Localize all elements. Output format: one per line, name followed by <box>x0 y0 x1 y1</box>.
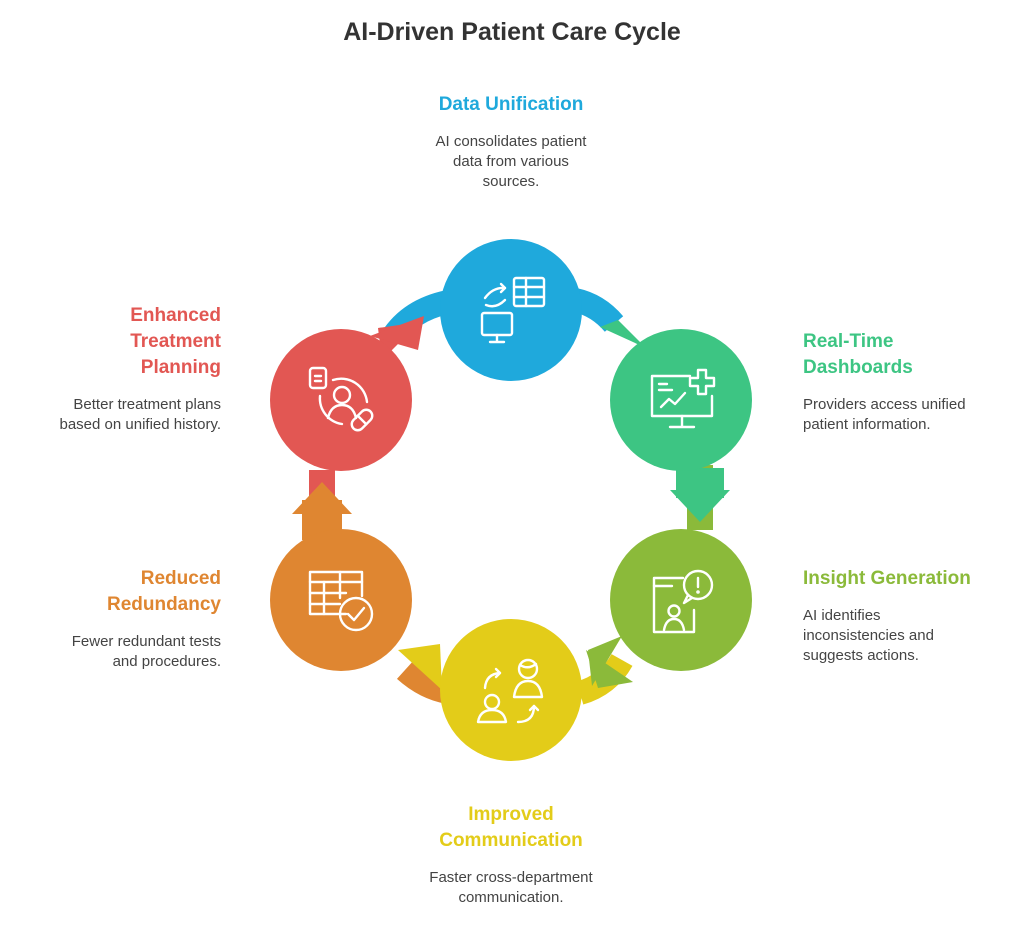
table-check-icon <box>308 570 374 632</box>
step-block-real-time-dashboards: Real-Time Dashboards Providers access un… <box>803 329 1018 435</box>
arrow-2 <box>670 465 730 530</box>
step-description: Better treatment plans based on unified … <box>59 396 222 433</box>
page-title: AI-Driven Patient Care Cycle <box>343 18 681 46</box>
patient-pill-icon <box>308 366 374 432</box>
step-heading: Real-Time Dashboards <box>803 331 913 378</box>
step-block-reduced-redundancy: Reduced Redundancy Fewer redundant tests… <box>20 566 221 672</box>
step-description: AI identifies inconsistencies and sugges… <box>803 607 934 664</box>
step-heading: Reduced Redundancy <box>106 568 221 615</box>
step-circle-data-unification <box>440 239 582 381</box>
arrow-1 <box>572 288 646 348</box>
users-exchange-icon <box>476 658 544 724</box>
step-circle-improved-communication <box>440 619 582 761</box>
step-circle-insight-generation <box>610 529 752 671</box>
step-block-enhanced-treatment-planning: Enhanced Treatment Planning Better treat… <box>20 303 222 435</box>
arrow-3 <box>576 636 633 705</box>
step-block-data-unification: Data Unification AI consolidates patient… <box>381 92 641 192</box>
step-circle-real-time-dashboards <box>610 329 752 471</box>
phone-alert-user-icon <box>652 569 714 634</box>
step-description: Faster cross-department communication. <box>429 869 593 906</box>
step-description: AI consolidates patient data from variou… <box>435 133 587 190</box>
step-heading: Improved Communication <box>439 804 583 851</box>
monitor-chart-plus-icon <box>650 368 716 429</box>
data-sync-icon <box>480 276 546 344</box>
step-description: Fewer redundant tests and procedures. <box>71 633 221 670</box>
step-heading: Insight Generation <box>803 568 971 589</box>
step-circle-enhanced-treatment-planning <box>270 329 412 471</box>
step-heading: Enhanced Treatment Planning <box>130 305 221 378</box>
step-block-insight-generation: Insight Generation AI identifies inconsi… <box>803 566 1018 666</box>
step-heading: Data Unification <box>438 94 584 115</box>
step-circle-reduced-redundancy <box>270 529 412 671</box>
step-description: Providers access unified patient informa… <box>803 396 966 433</box>
step-block-improved-communication: Improved Communication Faster cross-depa… <box>381 802 641 908</box>
